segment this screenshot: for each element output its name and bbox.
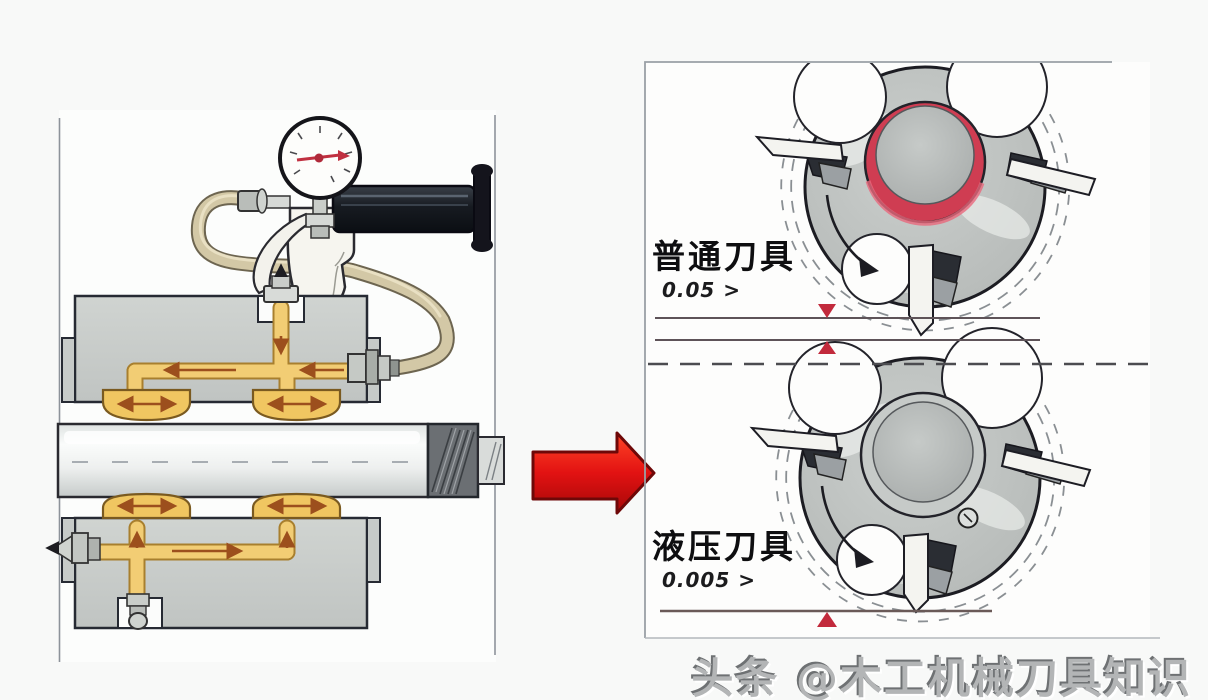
shaft-end-stub — [477, 436, 505, 485]
runout-indicator-ordinary — [655, 304, 1040, 354]
knife-blade — [903, 532, 929, 614]
flow-arrow-icons — [116, 497, 328, 560]
knife-blade — [1005, 157, 1097, 197]
cutting-circle-dashed-arcs — [780, 107, 1071, 332]
tolerance-hydraulic: 0.005 > — [662, 568, 756, 592]
gauge-needle-icon — [296, 150, 350, 163]
bore — [875, 105, 975, 205]
pump-t-handle — [471, 164, 493, 252]
knife-blade — [749, 426, 840, 454]
grease-nipple — [45, 532, 101, 564]
cutter-comparison-panel — [648, 63, 1148, 627]
knife-bottom — [908, 243, 962, 337]
runout-marker-icon — [818, 341, 836, 354]
gauge-tick-marks — [289, 126, 353, 183]
label-hydraulic-tool: 液压刀具 — [652, 527, 796, 566]
knife-right — [1000, 443, 1092, 488]
label-ordinary-tool: 普通刀具 — [652, 237, 796, 276]
knife-blade — [754, 135, 845, 163]
knife-left — [749, 426, 847, 481]
knife-blade — [1000, 448, 1092, 488]
rotation-arrow-icon — [825, 194, 879, 277]
knife-blade — [908, 243, 934, 337]
grease-hose — [190, 190, 455, 376]
upper-clamp-block — [61, 263, 400, 422]
hydraulic-clamping-diagram — [45, 115, 505, 662]
cutter-head-hydraulic — [749, 327, 1092, 623]
runout-indicator-hydraulic — [660, 609, 992, 627]
tolerance-ordinary: 0.05 > — [662, 278, 742, 302]
pressure-gauge — [278, 116, 362, 200]
runout-marker-icon — [818, 304, 836, 318]
knife-left — [754, 135, 852, 190]
gullet-cutouts — [793, 63, 1048, 305]
shaft-knurled-section — [426, 422, 480, 499]
right-panel-border — [644, 61, 1160, 639]
knife-bottom — [903, 532, 957, 614]
rotation-arrow-icon — [820, 485, 874, 568]
flow-arrow-icons — [116, 336, 344, 413]
watermark: 头条 @木工机械刀具知识 — [691, 654, 1192, 700]
knife-right — [1005, 152, 1097, 197]
runout-marker-icon — [817, 612, 837, 627]
spindle-shaft — [56, 422, 505, 499]
block-inlet-fitting — [347, 349, 400, 385]
cutter-head-ordinary — [754, 63, 1097, 337]
bore — [872, 401, 974, 503]
bleed-screw — [126, 593, 150, 630]
bleed-fitting — [263, 263, 299, 303]
clamp-screw-icon — [957, 507, 979, 529]
cutting-circle-dashed-arcs — [775, 398, 1066, 623]
lower-clamp-block — [45, 492, 381, 630]
transition-arrow-icon — [531, 431, 656, 515]
pump-barrel — [331, 184, 477, 234]
